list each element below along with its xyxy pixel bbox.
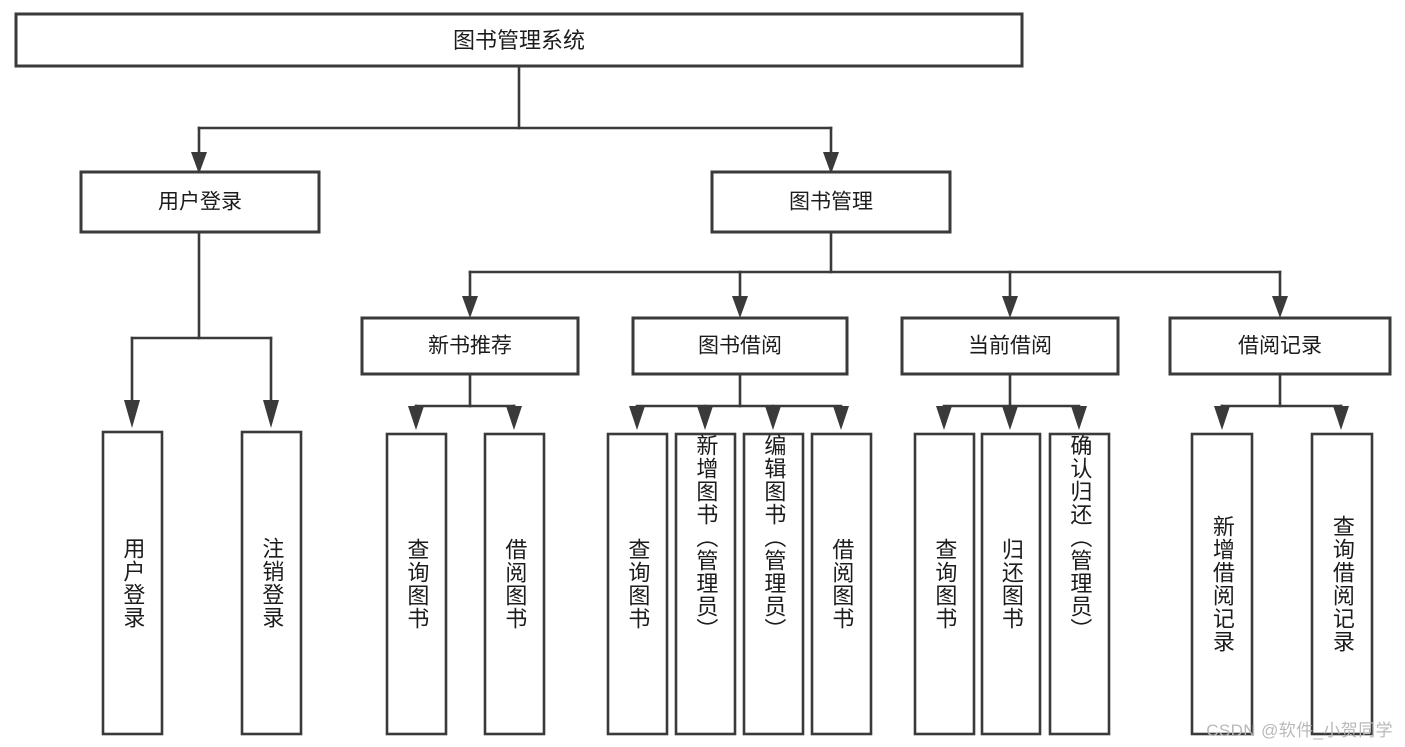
arrow-head-leaf-logout	[263, 400, 279, 428]
node-borrow-record-rect[interactable]	[1168, 316, 1392, 376]
node-book-borrow-label: 图书借阅	[698, 335, 782, 358]
connector-group-book-borrow	[629, 372, 849, 430]
arrow-head-book-borrow	[732, 296, 748, 318]
leaf-borrow-book-2-rect[interactable]	[810, 432, 873, 736]
leaf-add-record-rect[interactable]	[1190, 432, 1254, 736]
arrow-head-new-book-recommend	[462, 296, 478, 318]
node-current-borrow-label: 当前借阅	[968, 335, 1052, 358]
arrow-head-leaf-edit-book	[765, 406, 781, 430]
leaf-query-book-2-rect[interactable]	[606, 432, 669, 736]
connector-group-current-borrow	[936, 372, 1087, 430]
leaf-query-book-1-rect[interactable]	[385, 432, 448, 736]
node-new-book-recommend-label: 新书推荐	[428, 335, 512, 358]
node-borrow-record[interactable]: 借阅记录	[1168, 316, 1392, 376]
arrow-head-leaf-query-book-3	[936, 406, 952, 430]
connector-group-root	[191, 64, 839, 174]
arrow-head-book-manage	[823, 152, 839, 174]
csdn-watermark: CSDN @软件_小贺同学	[1206, 721, 1393, 740]
arrow-head-leaf-query-book-2	[629, 406, 645, 430]
leaf-logout-rect[interactable]	[240, 430, 303, 736]
leaf-query-record-rect[interactable]	[1310, 432, 1374, 736]
node-root-label: 图书管理系统	[453, 28, 585, 53]
node-current-borrow-rect[interactable]	[900, 316, 1120, 376]
arrow-head-current-borrow	[1002, 296, 1018, 318]
leaf-confirm-return-rect[interactable]	[1048, 432, 1111, 736]
node-borrow-record-label: 借阅记录	[1238, 335, 1322, 358]
arrow-head-leaf-borrow-book-1	[506, 406, 522, 430]
arrow-head-leaf-add-record	[1214, 406, 1230, 430]
node-book-manage-rect[interactable]	[710, 170, 952, 234]
arrow-head-leaf-query-book-1	[408, 406, 424, 430]
arrow-head-user-login	[191, 152, 207, 174]
node-book-borrow[interactable]: 图书借阅	[631, 316, 849, 376]
arrow-head-leaf-user-login	[124, 400, 140, 428]
connector-group-new-book-recommend	[408, 372, 522, 430]
node-book-manage-label: 图书管理	[789, 191, 873, 214]
leaf-edit-book-rect[interactable]	[742, 432, 805, 736]
node-root[interactable]: 图书管理系统	[14, 12, 1024, 68]
leaf-borrow-book-1-rect[interactable]	[483, 432, 546, 736]
node-new-book-recommend[interactable]: 新书推荐	[360, 316, 580, 376]
connector-group-borrow-record	[1214, 372, 1349, 430]
leaf-return-book-rect[interactable]	[980, 432, 1042, 736]
node-user-login-rect[interactable]	[79, 170, 321, 234]
node-user-login-label: 用户登录	[158, 191, 242, 214]
node-user-login[interactable]: 用户登录	[79, 170, 321, 234]
arrow-head-leaf-confirm-return	[1071, 406, 1087, 430]
leaf-add-book-rect[interactable]	[674, 432, 737, 736]
node-current-borrow[interactable]: 当前借阅	[900, 316, 1120, 376]
leaf-boxes	[101, 430, 1374, 736]
leaf-user-login-rect[interactable]	[101, 430, 164, 736]
arrow-head-leaf-borrow-book-2	[833, 406, 849, 430]
arrow-head-borrow-record	[1272, 296, 1288, 318]
arrow-head-leaf-add-book	[697, 406, 713, 430]
leaf-query-book-3-rect[interactable]	[913, 432, 976, 736]
node-root-rect[interactable]	[14, 12, 1024, 68]
connector-group-user-login	[124, 230, 279, 428]
arrow-head-leaf-query-record	[1333, 406, 1349, 430]
connector-group-book-manage	[462, 230, 1288, 318]
node-book-manage[interactable]: 图书管理	[710, 170, 952, 234]
node-new-book-recommend-rect[interactable]	[360, 316, 580, 376]
arrow-head-leaf-return-book	[1002, 406, 1018, 430]
node-book-borrow-rect[interactable]	[631, 316, 849, 376]
